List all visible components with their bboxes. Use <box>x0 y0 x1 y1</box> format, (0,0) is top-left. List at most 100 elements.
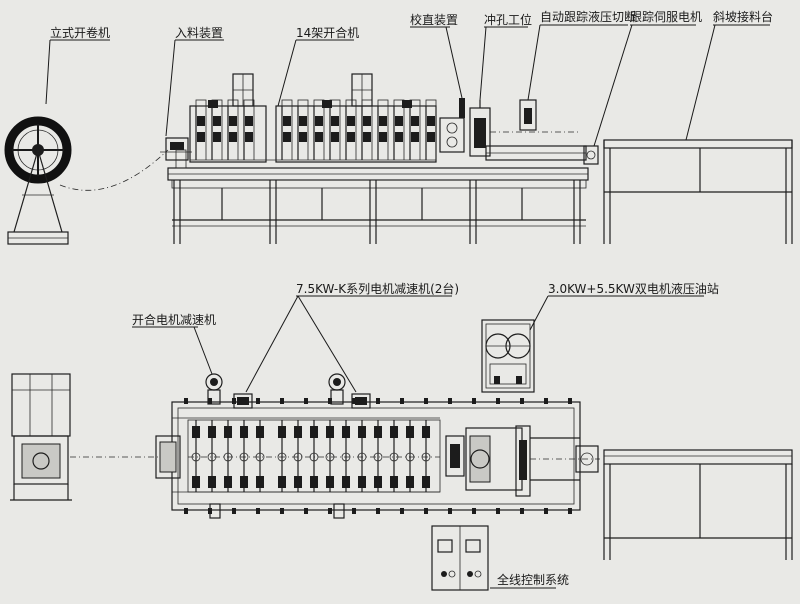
bolt <box>568 398 572 404</box>
bolt <box>520 398 524 404</box>
label-decoiler: 立式开卷机 <box>45 25 110 105</box>
roll-plan <box>293 452 303 462</box>
label-punching-text: 冲孔工位 <box>484 12 532 27</box>
bearing-top <box>342 426 350 438</box>
roll-upper <box>315 116 323 126</box>
feeding-device-elevation <box>160 137 192 169</box>
bearing-bottom <box>278 476 286 488</box>
roll-upper <box>283 116 291 126</box>
straightener-elevation <box>439 98 465 153</box>
reducer-motor-3 <box>328 373 346 519</box>
bolt <box>544 398 548 404</box>
hydraulic-cutter-elevation <box>485 99 587 161</box>
bearing-bottom <box>406 476 414 488</box>
bolt <box>208 398 212 404</box>
roll-plan <box>239 452 249 462</box>
roll-upper <box>347 116 355 126</box>
label-hydraulic-cut-text: 自动跟踪液压切断 <box>540 9 636 24</box>
label-roll-former-text: 14架开合机 <box>296 25 359 40</box>
bolt <box>472 398 476 404</box>
bolt <box>472 508 476 514</box>
roll-lower <box>411 132 419 142</box>
bearing-bottom <box>374 476 382 488</box>
bearing-top <box>358 426 366 438</box>
bolt <box>400 398 404 404</box>
roll-upper <box>197 116 205 126</box>
roll-plan <box>309 452 319 462</box>
bolt <box>304 398 308 404</box>
roll-lower <box>213 132 221 142</box>
roll-plan <box>373 452 383 462</box>
roll-lower <box>347 132 355 142</box>
bolt <box>184 398 188 404</box>
bolt <box>376 398 380 404</box>
stand-cap <box>297 99 309 107</box>
roll-upper <box>427 116 435 126</box>
stand-cap <box>345 99 357 107</box>
label-hydraulic-cut: 自动跟踪液压切断 <box>527 9 636 101</box>
roll-stands-plan <box>187 419 441 493</box>
roll-lower <box>245 132 253 142</box>
label-tilt-table: 斜坡接料台 <box>685 9 773 141</box>
bearing-bottom <box>326 476 334 488</box>
roll-plan <box>421 452 431 462</box>
bolt <box>280 508 284 514</box>
reducer-motor-2 <box>233 393 253 409</box>
bearing-top <box>294 426 302 438</box>
roll-lower <box>363 132 371 142</box>
roll-upper <box>363 116 371 126</box>
roll-plan <box>325 452 335 462</box>
bearing-top <box>192 426 200 438</box>
bearing-top <box>256 426 264 438</box>
label-tilt-table-text: 斜坡接料台 <box>713 9 773 24</box>
bearing-top <box>390 426 398 438</box>
bearing-bottom <box>422 476 430 488</box>
roll-plan <box>191 452 201 462</box>
bolt <box>568 508 572 514</box>
label-reducer-1-text: 开合电机减速机 <box>132 312 216 327</box>
bearing-bottom <box>342 476 350 488</box>
label-decoiler-text: 立式开卷机 <box>50 25 110 40</box>
bolt <box>544 508 548 514</box>
roll-upper <box>299 116 307 126</box>
label-servo-text: 跟踪伺服电机 <box>630 10 702 24</box>
roll-lower <box>299 132 307 142</box>
roll-stands-elevation <box>189 73 437 163</box>
bolt <box>424 398 428 404</box>
machine-frame-elevation <box>167 167 589 244</box>
bearing-bottom <box>192 476 200 488</box>
roll-upper <box>379 116 387 126</box>
label-hydraulic-station: 3.0KW+5.5KW双电机液压油站 <box>529 281 719 331</box>
stand-cap <box>361 99 373 107</box>
bolt <box>448 398 452 404</box>
bearing-top <box>374 426 382 438</box>
bearing-bottom <box>390 476 398 488</box>
decoiler-plan <box>10 373 72 501</box>
reducer-motor-1 <box>205 373 223 519</box>
bolt <box>520 508 524 514</box>
label-hydraulic-station-text: 3.0KW+5.5KW双电机液压油站 <box>548 281 719 296</box>
stand-cap <box>281 99 293 107</box>
label-reducer-1: 开合电机减速机 <box>132 312 216 375</box>
roll-plan <box>405 452 415 462</box>
label-straightener: 校直装置 <box>410 12 463 99</box>
stand-cap <box>195 99 207 107</box>
stand-cap <box>377 99 389 107</box>
roll-upper <box>411 116 419 126</box>
bearing-top <box>406 426 414 438</box>
roll-lower <box>427 132 435 142</box>
label-straightener-text: 校直装置 <box>410 12 458 27</box>
roll-plan <box>389 452 399 462</box>
label-control: 全线控制系统 <box>490 572 569 589</box>
bolt <box>256 398 260 404</box>
label-roll-former: 14架开合机 <box>277 25 359 107</box>
roll-plan <box>223 452 233 462</box>
strip-path <box>59 149 169 191</box>
bearing-bottom <box>310 476 318 488</box>
bearing-bottom <box>224 476 232 488</box>
roll-upper <box>395 116 403 126</box>
bearing-top <box>422 426 430 438</box>
control-cabinet <box>431 525 489 591</box>
